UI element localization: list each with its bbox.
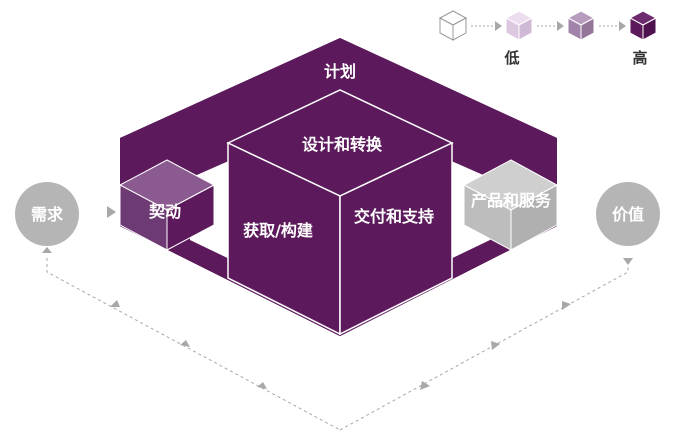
- arrow-head: [623, 258, 633, 265]
- improve-label: 改进: [326, 343, 358, 362]
- products-services-cube: [462, 159, 559, 251]
- legend-arrow: [619, 21, 626, 31]
- arrow-head: [562, 301, 571, 310]
- legend-low-label: 低: [503, 49, 519, 67]
- demand-label: 需求: [31, 205, 64, 224]
- design-transition-label: 设计和转换: [302, 135, 383, 154]
- legend-arrow: [495, 21, 502, 31]
- demand-node: 需求: [15, 182, 79, 246]
- arrow-head: [110, 300, 120, 307]
- legend-cube-pale: [504, 10, 534, 41]
- engage-cube: [118, 159, 216, 251]
- value-node: 价值: [596, 182, 660, 246]
- products-services-label: 产品和服务: [471, 191, 552, 210]
- central-cube: [226, 89, 454, 336]
- arrow-head: [491, 341, 500, 350]
- arrow-head: [257, 382, 267, 389]
- input-arrow: [107, 206, 116, 218]
- value-label: 价值: [612, 205, 644, 224]
- legend-high-label: 高: [632, 49, 647, 67]
- legend-cube-dark: [628, 10, 658, 41]
- engage-label: 契动: [148, 202, 181, 221]
- obtain-build-label: 获取/构建: [243, 221, 313, 240]
- arrow-head: [180, 340, 190, 347]
- legend-cube-mid: [566, 10, 596, 41]
- legend-cube-white: [438, 10, 468, 41]
- arrow-head: [420, 381, 430, 390]
- deliver-support-label: 交付和支持: [354, 207, 434, 226]
- plan-label: 计划: [324, 62, 356, 81]
- feedback-path-left: [46, 258, 341, 431]
- legend-arrow: [557, 21, 564, 31]
- arrow-head: [42, 247, 52, 253]
- legend: 低 高: [438, 10, 658, 67]
